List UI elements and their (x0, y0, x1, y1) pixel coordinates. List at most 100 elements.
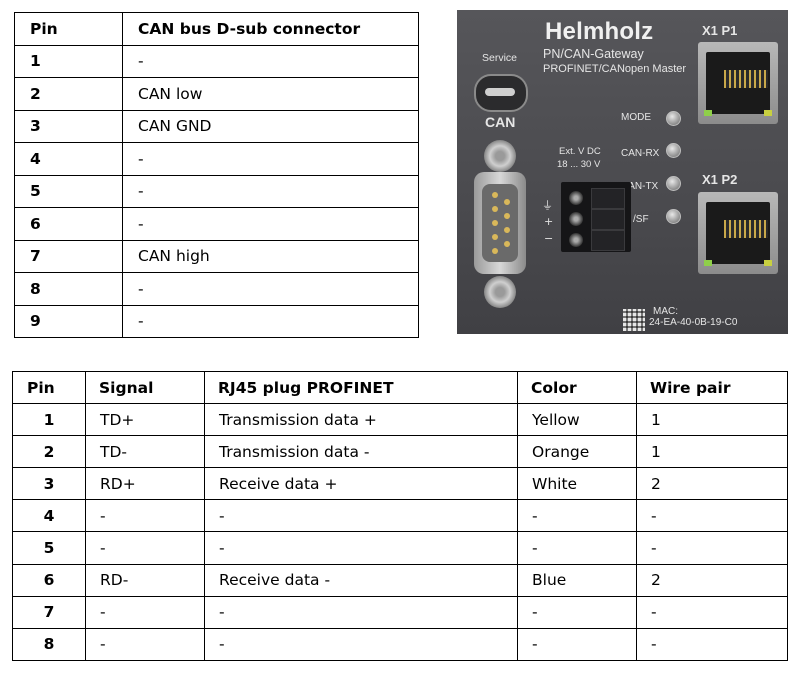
wire-pair-cell: - (636, 595, 788, 629)
ext-voltage-range: 18 ... 30 V (557, 159, 601, 170)
pin-cell: 7 (14, 239, 123, 273)
header-signal: Signal (85, 370, 205, 405)
color-cell: - (517, 627, 637, 661)
table-row: 6- (14, 207, 419, 241)
pin-cell: 3 (12, 467, 86, 501)
rj45-port-p1-icon (698, 42, 778, 124)
pin-cell: 4 (14, 142, 123, 176)
header-rj45-plug: RJ45 plug PROFINET (204, 370, 518, 405)
signal-cell: - (85, 595, 205, 629)
port-label-p1: X1 P1 (702, 23, 738, 38)
color-cell: Orange (517, 435, 637, 469)
signal-cell: - (85, 627, 205, 661)
signal-cell: - (122, 207, 419, 241)
rj45-port-p2-icon (698, 192, 778, 274)
wire-pair-cell: 1 (636, 435, 788, 469)
wire-pair-cell: 2 (636, 467, 788, 501)
description-cell: Transmission data - (204, 435, 518, 469)
table-header-row: Pin CAN bus D-sub connector (14, 12, 419, 46)
led-can-rx-icon (666, 143, 681, 158)
signal-cell: RD+ (85, 467, 205, 501)
brand-logo-text: Helmholz (545, 18, 654, 45)
led-label-mode: MODE (621, 112, 651, 123)
color-cell: Blue (517, 563, 637, 597)
pin-cell: 2 (12, 435, 86, 469)
color-cell: White (517, 467, 637, 501)
signal-cell: CAN GND (122, 109, 419, 143)
description-cell: - (204, 531, 518, 565)
signal-cell: - (85, 499, 205, 533)
table-header-row: Pin Signal RJ45 plug PROFINET Color Wire… (12, 370, 788, 405)
plus-symbol-icon: + (544, 215, 554, 228)
color-cell: - (517, 595, 637, 629)
pin-cell: 3 (14, 109, 123, 143)
pin-cell: 1 (14, 44, 123, 78)
pin-cell: 9 (14, 304, 123, 338)
signal-cell: - (122, 272, 419, 306)
can-label: CAN (485, 114, 516, 130)
mac-address: 24-EA-40-0B-19-C0 (649, 317, 738, 328)
ext-voltage-label: Ext. V DC (559, 146, 601, 157)
pin-cell: 8 (14, 272, 123, 306)
table-row: 5---- (12, 531, 788, 565)
header-wire-pair: Wire pair (636, 370, 788, 405)
service-label: Service (482, 52, 518, 64)
pin-cell: 8 (12, 627, 86, 661)
color-cell: - (517, 499, 637, 533)
qr-code-icon (623, 309, 645, 331)
signal-cell: TD+ (85, 403, 205, 437)
pin-cell: 4 (12, 499, 86, 533)
dsub-connector-icon (470, 138, 530, 308)
wire-pair-cell: 2 (636, 563, 788, 597)
description-cell: - (204, 627, 518, 661)
signal-cell: - (122, 142, 419, 176)
pin-cell: 7 (12, 595, 86, 629)
wire-pair-cell: - (636, 499, 788, 533)
pin-cell: 2 (14, 77, 123, 111)
header-pin: Pin (14, 12, 123, 46)
description-cell: - (204, 499, 518, 533)
pin-cell: 5 (14, 174, 123, 208)
pin-cell: 6 (12, 563, 86, 597)
wire-pair-cell: 1 (636, 403, 788, 437)
signal-cell: - (85, 531, 205, 565)
signal-cell: - (122, 44, 419, 78)
minus-symbol-icon: − (544, 232, 554, 245)
pin-cell: 1 (12, 403, 86, 437)
signal-cell: TD- (85, 435, 205, 469)
table-row: 9- (14, 304, 419, 338)
color-cell: Yellow (517, 403, 637, 437)
gateway-device-photo: Helmholz PN/CAN-Gateway PROFINET/CANopen… (457, 10, 788, 334)
table-row: 4---- (12, 499, 788, 533)
signal-cell: - (122, 304, 419, 338)
header-pin: Pin (12, 370, 86, 405)
signal-cell: CAN high (122, 239, 419, 273)
port-label-p2: X1 P2 (702, 172, 738, 187)
signal-cell: RD- (85, 563, 205, 597)
description-cell: Receive data - (204, 563, 518, 597)
pin-cell: 6 (14, 207, 123, 241)
pin-cell: 5 (12, 531, 86, 565)
rj45-pinout-table: Pin Signal RJ45 plug PROFINET Color Wire… (12, 370, 788, 661)
wire-pair-cell: - (636, 531, 788, 565)
led-label-can-tx: CAN-TX (621, 181, 659, 192)
led-mode-icon (666, 111, 681, 126)
led-label-can-rx: CAN-RX (621, 148, 660, 159)
led-sf-icon (666, 209, 681, 224)
table-row: 4- (14, 142, 419, 176)
product-name: PN/CAN-Gateway (543, 47, 644, 61)
description-cell: Receive data + (204, 467, 518, 501)
power-terminal-block-icon (561, 182, 631, 252)
table-row: 8---- (12, 627, 788, 661)
mac-label: MAC: (653, 306, 678, 317)
wire-pair-cell: - (636, 627, 788, 661)
signal-cell: - (122, 174, 419, 208)
table-row: 8- (14, 272, 419, 306)
